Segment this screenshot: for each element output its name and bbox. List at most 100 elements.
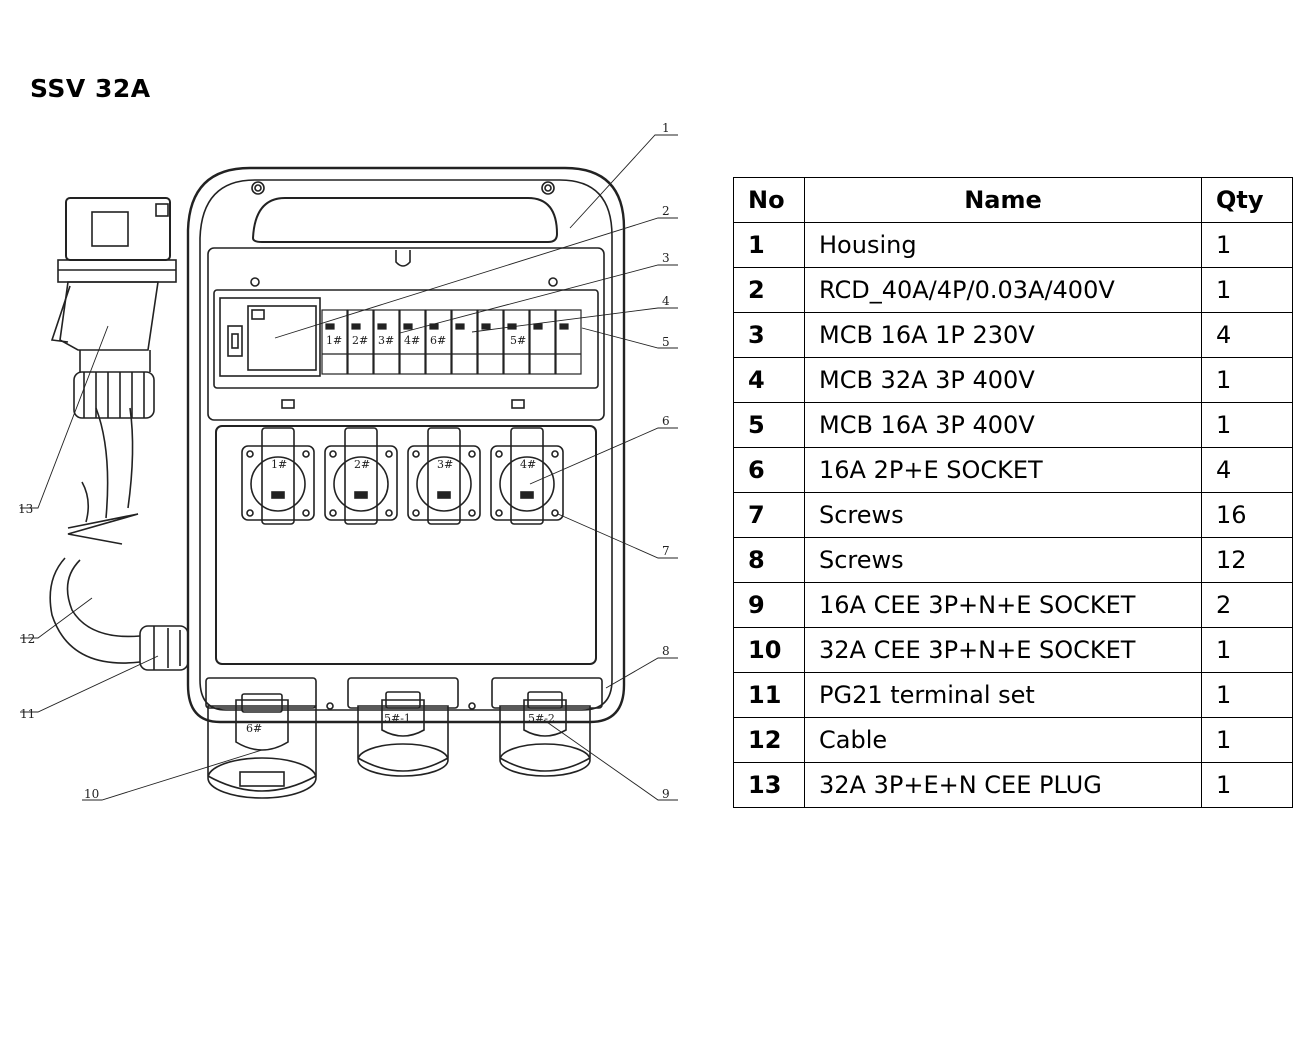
cell-qty: 1 bbox=[1201, 672, 1293, 718]
schuko-socket: 1# bbox=[241, 427, 315, 525]
cee-label: 5#-2 bbox=[528, 712, 555, 725]
callout-leaders bbox=[20, 134, 678, 801]
cell-name: Screws bbox=[804, 492, 1202, 538]
cell-no: 3 bbox=[733, 312, 805, 358]
schuko-socket: 2# bbox=[324, 427, 398, 525]
cable bbox=[49, 407, 141, 664]
distribution-box-drawing: 1# 2# 3# 4# 6# 5# 1# 2# bbox=[18, 121, 678, 801]
cable-gland bbox=[139, 625, 189, 671]
cee-socket-32a: 6# bbox=[205, 677, 317, 799]
breaker-label: 5# bbox=[510, 334, 526, 347]
callout-8: 8 bbox=[662, 644, 670, 658]
breaker-label: 1# bbox=[326, 334, 342, 347]
cell-name: MCB 16A 3P 400V bbox=[804, 402, 1202, 448]
breaker-label: 6# bbox=[430, 334, 446, 347]
callout-numbers: 1 2 3 4 5 6 7 8 9 10 11 12 13 bbox=[18, 121, 670, 801]
callout-11: 11 bbox=[20, 707, 35, 721]
cell-no: 4 bbox=[733, 357, 805, 403]
callout-13: 13 bbox=[18, 502, 33, 516]
socket-label: 3# bbox=[437, 458, 453, 471]
cell-qty: 12 bbox=[1201, 537, 1293, 583]
cell-no: 7 bbox=[733, 492, 805, 538]
cell-qty: 1 bbox=[1201, 717, 1293, 763]
cell-no: 11 bbox=[733, 672, 805, 718]
cell-name: 16A 2P+E SOCKET bbox=[804, 447, 1202, 493]
cell-qty: 4 bbox=[1201, 447, 1293, 493]
cee-plug bbox=[50, 197, 177, 419]
page-title: SSV 32A bbox=[30, 74, 151, 103]
callout-5: 5 bbox=[662, 335, 670, 349]
callout-12: 12 bbox=[20, 632, 35, 646]
breaker-label: 3# bbox=[378, 334, 394, 347]
cell-no: 1 bbox=[733, 222, 805, 268]
schuko-socket: 3# bbox=[407, 427, 481, 525]
callout-6: 6 bbox=[662, 414, 670, 428]
cell-no: 13 bbox=[733, 762, 805, 808]
callout-2: 2 bbox=[662, 204, 670, 218]
cee-socket-16a: 5#-2 bbox=[468, 677, 603, 777]
breaker-label: 2# bbox=[352, 334, 368, 347]
cell-qty: 2 bbox=[1201, 582, 1293, 628]
cell-qty: 1 bbox=[1201, 357, 1293, 403]
breaker-label: 4# bbox=[404, 334, 420, 347]
callout-7: 7 bbox=[662, 544, 670, 558]
header-name: Name bbox=[804, 177, 1202, 223]
cell-qty: 1 bbox=[1201, 762, 1293, 808]
cee-label: 6# bbox=[246, 722, 262, 735]
cell-no: 5 bbox=[733, 402, 805, 448]
cell-name: Cable bbox=[804, 717, 1202, 763]
socket-label: 1# bbox=[271, 458, 287, 471]
cell-no: 8 bbox=[733, 537, 805, 583]
cell-qty: 1 bbox=[1201, 402, 1293, 448]
cell-name: PG21 terminal set bbox=[804, 672, 1202, 718]
socket-label: 2# bbox=[354, 458, 370, 471]
cell-qty: 1 bbox=[1201, 222, 1293, 268]
header-qty: Qty bbox=[1201, 177, 1293, 223]
cell-name: 32A 3P+E+N CEE PLUG bbox=[804, 762, 1202, 808]
cell-name: Screws bbox=[804, 537, 1202, 583]
socket-panel: 1# 2# 3# 4# bbox=[215, 425, 597, 665]
socket-label: 4# bbox=[520, 458, 536, 471]
callout-1: 1 bbox=[662, 121, 670, 135]
cell-no: 6 bbox=[733, 447, 805, 493]
cell-name: MCB 16A 1P 230V bbox=[804, 312, 1202, 358]
cell-no: 9 bbox=[733, 582, 805, 628]
housing bbox=[186, 166, 626, 724]
cell-qty: 1 bbox=[1201, 267, 1293, 313]
callout-4: 4 bbox=[662, 294, 670, 308]
cell-name: MCB 32A 3P 400V bbox=[804, 357, 1202, 403]
cell-qty: 4 bbox=[1201, 312, 1293, 358]
cell-name: 32A CEE 3P+N+E SOCKET bbox=[804, 627, 1202, 673]
callout-9: 9 bbox=[662, 787, 670, 801]
cell-no: 2 bbox=[733, 267, 805, 313]
cell-name: RCD_40A/4P/0.03A/400V bbox=[804, 267, 1202, 313]
cell-qty: 1 bbox=[1201, 627, 1293, 673]
schuko-socket: 4# bbox=[490, 427, 564, 525]
cee-label: 5#-1 bbox=[384, 712, 411, 725]
header-no: No bbox=[733, 177, 805, 223]
cell-no: 10 bbox=[733, 627, 805, 673]
callout-10: 10 bbox=[84, 787, 99, 801]
cee-socket-16a: 5#-1 bbox=[326, 677, 459, 777]
cell-qty: 16 bbox=[1201, 492, 1293, 538]
cell-no: 12 bbox=[733, 717, 805, 763]
breaker-panel: 1# 2# 3# 4# 6# 5# bbox=[207, 247, 605, 421]
cell-name: 16A CEE 3P+N+E SOCKET bbox=[804, 582, 1202, 628]
cell-name: Housing bbox=[804, 222, 1202, 268]
callout-3: 3 bbox=[662, 251, 670, 265]
table-header-row: No Name Qty bbox=[733, 177, 1293, 223]
